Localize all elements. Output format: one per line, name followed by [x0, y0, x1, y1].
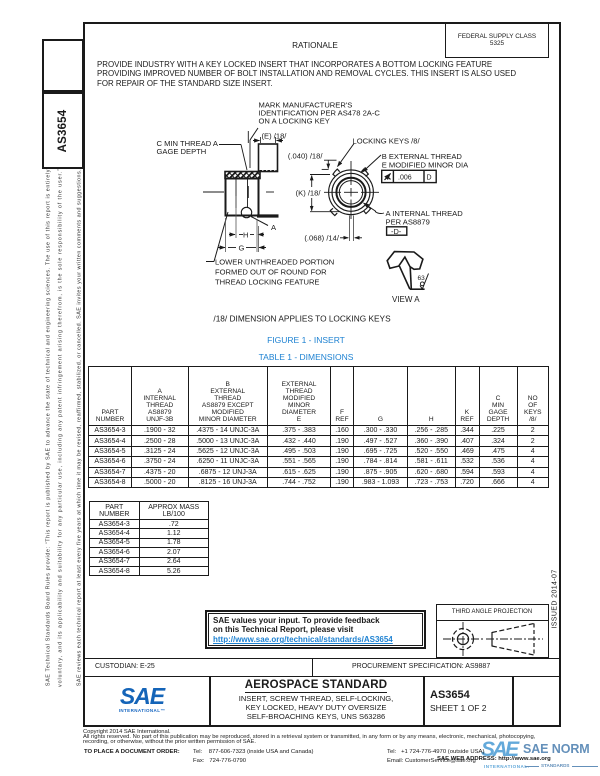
- svg-text:A: A: [271, 223, 277, 232]
- svg-text:LOCKING KEYS /8/: LOCKING KEYS /8/: [353, 137, 421, 146]
- svg-text:(.068) /14/: (.068) /14/: [304, 234, 340, 243]
- svg-text:PER AS8879: PER AS8879: [386, 218, 430, 227]
- svg-text:63: 63: [418, 275, 426, 282]
- svg-text:G: G: [239, 244, 245, 253]
- svg-text:.006: .006: [398, 175, 412, 182]
- svg-text:A INTERNAL THREAD: A INTERNAL THREAD: [386, 209, 464, 218]
- svg-text:-D-: -D-: [391, 227, 402, 236]
- svg-text:FORMED OUT OF ROUND FOR: FORMED OUT OF ROUND FOR: [215, 268, 327, 277]
- svg-text:VIEW A: VIEW A: [392, 295, 420, 304]
- svg-text:GAGE DEPTH: GAGE DEPTH: [157, 147, 207, 156]
- svg-text:MARK MANUFACTURER'S: MARK MANUFACTURER'S: [259, 101, 353, 110]
- svg-text:(E) /18/: (E) /18/: [262, 132, 288, 141]
- svg-text:IDENTIFICATION PER AS478 2A-C: IDENTIFICATION PER AS478 2A-C: [259, 109, 381, 118]
- svg-text:THREAD LOCKING FEATURE: THREAD LOCKING FEATURE: [215, 278, 320, 287]
- svg-text:ON A LOCKING KEY: ON A LOCKING KEY: [259, 117, 330, 126]
- svg-text:H: H: [243, 231, 248, 240]
- svg-text:B EXTERNAL THREAD: B EXTERNAL THREAD: [382, 152, 463, 161]
- svg-text:(.040) /18/: (.040) /18/: [288, 152, 324, 161]
- svg-text:/18/ DIMENSION APPLIES TO LOCK: /18/ DIMENSION APPLIES TO LOCKING KEYS: [213, 314, 391, 324]
- svg-text:E MODIFIED MINOR DIA: E MODIFIED MINOR DIA: [382, 161, 469, 170]
- svg-text:D: D: [427, 175, 432, 182]
- svg-text:(K) /18/: (K) /18/: [296, 189, 322, 198]
- svg-text:C MIN THREAD A: C MIN THREAD A: [157, 139, 219, 148]
- svg-text:LOWER UNTHREADED PORTION: LOWER UNTHREADED PORTION: [215, 258, 334, 267]
